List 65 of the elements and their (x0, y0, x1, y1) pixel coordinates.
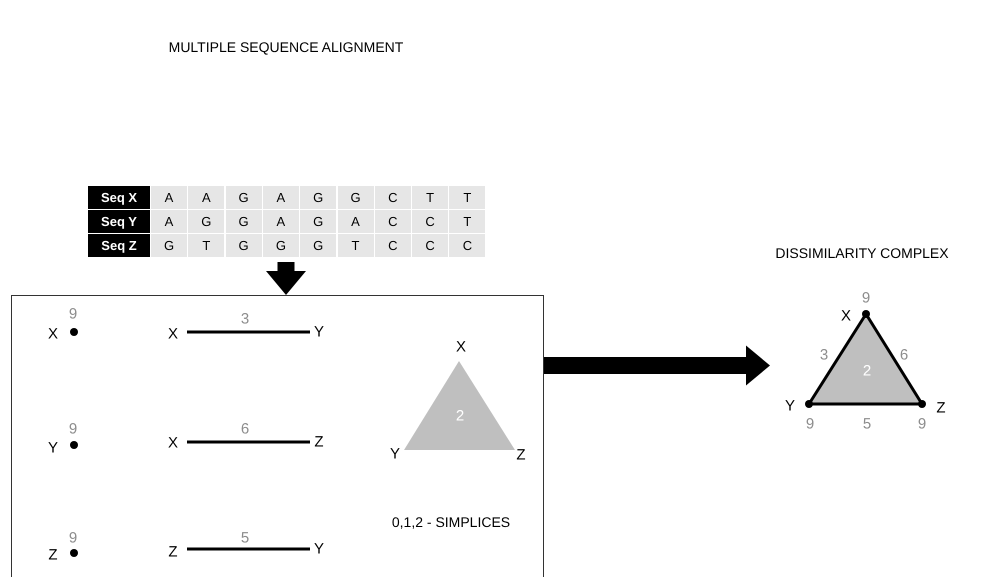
weight-label: 2 (862, 364, 872, 378)
vertex-label: Y (314, 542, 324, 556)
table-cell: C (374, 210, 411, 233)
table-cell: T (412, 186, 448, 209)
table-cell: C (374, 186, 411, 209)
table-cell: C (412, 210, 448, 233)
weight-label: 9 (806, 416, 814, 432)
row-header: Seq Y (88, 210, 150, 233)
table-cell: C (449, 234, 486, 257)
vertex-label: X (168, 436, 178, 450)
table-cell: A (262, 186, 299, 209)
weight-label: 9 (68, 422, 78, 436)
table-cell: G (151, 234, 187, 257)
vertex-label: Y (48, 440, 58, 456)
panel-frame (11, 295, 544, 577)
table-cell: G (300, 210, 336, 233)
table-cell: G (226, 186, 262, 209)
table-cell: A (338, 210, 374, 233)
table-cell: G (226, 234, 262, 257)
table-cell: C (374, 234, 411, 257)
weight-label: 9 (68, 530, 78, 546)
heading: DISSIMILARITY COMPLEX (775, 246, 949, 260)
table-cell: G (262, 234, 299, 257)
table-cell: G (300, 234, 336, 257)
weight-label: 6 (900, 348, 908, 362)
table-cell: A (151, 210, 187, 233)
table-cell: T (188, 234, 224, 257)
heading: 0,1,2 - SIMPLICES (392, 515, 510, 529)
vertex-label: X (841, 308, 851, 324)
table-cell: A (151, 186, 187, 209)
table-cell: G (338, 186, 374, 209)
weight-label: 9 (918, 416, 926, 432)
vertex-label: X (168, 326, 178, 342)
weight-label: 3 (240, 312, 250, 326)
weight-label: 9 (862, 290, 870, 306)
vertex-label: Z (314, 434, 324, 450)
weight-label: 5 (240, 530, 250, 546)
heading: MULTIPLE SEQUENCE ALIGNMENT (168, 40, 404, 54)
table-cell: G (188, 210, 224, 233)
arrow (266, 262, 306, 295)
table-cell: G (226, 210, 262, 233)
vertex-label: Z (516, 448, 526, 462)
vertex-label: Z (936, 400, 946, 416)
weight-label: 9 (68, 306, 78, 322)
vertex-label: X (456, 340, 466, 354)
table-cell: T (449, 210, 486, 233)
weight-label: 6 (240, 422, 250, 436)
vertex-label: Y (390, 446, 400, 462)
vertex-label: Y (785, 398, 795, 414)
table-cell: T (338, 234, 374, 257)
arrow (544, 346, 770, 386)
vertex-label: X (48, 326, 58, 342)
table-cell: T (449, 186, 486, 209)
table-cell: A (188, 186, 224, 209)
weight-label: 3 (820, 348, 828, 362)
weight-label: 5 (862, 416, 872, 432)
weight-label: 2 (456, 408, 464, 424)
row-header: Seq X (88, 186, 150, 209)
vertex-label: Z (168, 544, 178, 560)
row-header: Seq Z (88, 234, 150, 257)
vertex-label: Z (48, 548, 58, 562)
vertex-label: Y (314, 324, 324, 340)
table-cell: G (300, 186, 336, 209)
table-cell: C (412, 234, 448, 257)
table-cell: A (262, 210, 299, 233)
